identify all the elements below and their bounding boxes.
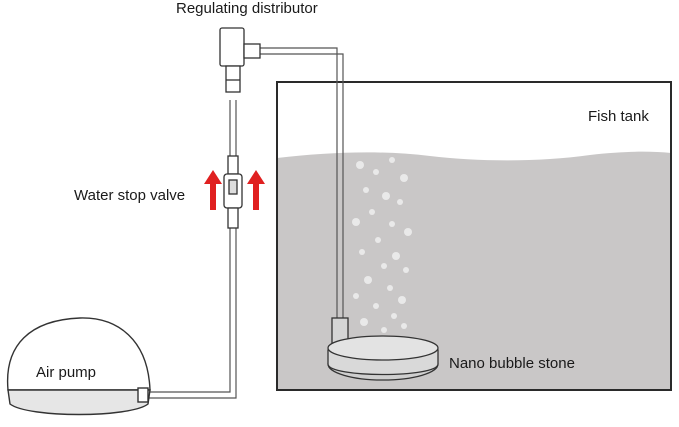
bubble [389,157,395,163]
air-pump-label: Air pump [36,364,96,381]
air-tube [145,47,344,399]
bubble [373,303,379,309]
bubble [403,267,409,273]
fish-tank-label: Fish tank [588,108,649,125]
bubble [353,293,359,299]
bubble [373,169,379,175]
bubble [382,192,390,200]
water-stop-valve-label: Water stop valve [74,187,185,204]
water-stop-valve [223,155,243,229]
regulating-distributor-label: Regulating distributor [176,0,318,17]
bubble [369,209,375,215]
nano-bubble-stone-label: Nano bubble stone [449,355,575,372]
bubble [398,296,406,304]
bubble [364,276,372,284]
bubble [352,218,360,226]
bubble [381,263,387,269]
bubble [404,228,412,236]
bubble [392,252,400,260]
bubble [359,249,365,255]
fish-tank [276,81,672,391]
bubble [356,161,364,169]
bubble [400,174,408,182]
bubble [363,187,369,193]
bubble [401,323,407,329]
bubble [397,199,403,205]
nano-bubble-stone [327,317,439,381]
bubble [389,221,395,227]
air-pump [6,317,151,416]
bubble [360,318,368,326]
up-arrow-icon [204,170,222,210]
bubble [387,285,393,291]
bubble [381,327,387,333]
bubble [391,313,397,319]
tank-water [277,151,671,390]
regulating-distributor [219,27,261,93]
up-arrow-icon [247,170,265,210]
bubble [375,237,381,243]
tank-outline [276,81,672,391]
